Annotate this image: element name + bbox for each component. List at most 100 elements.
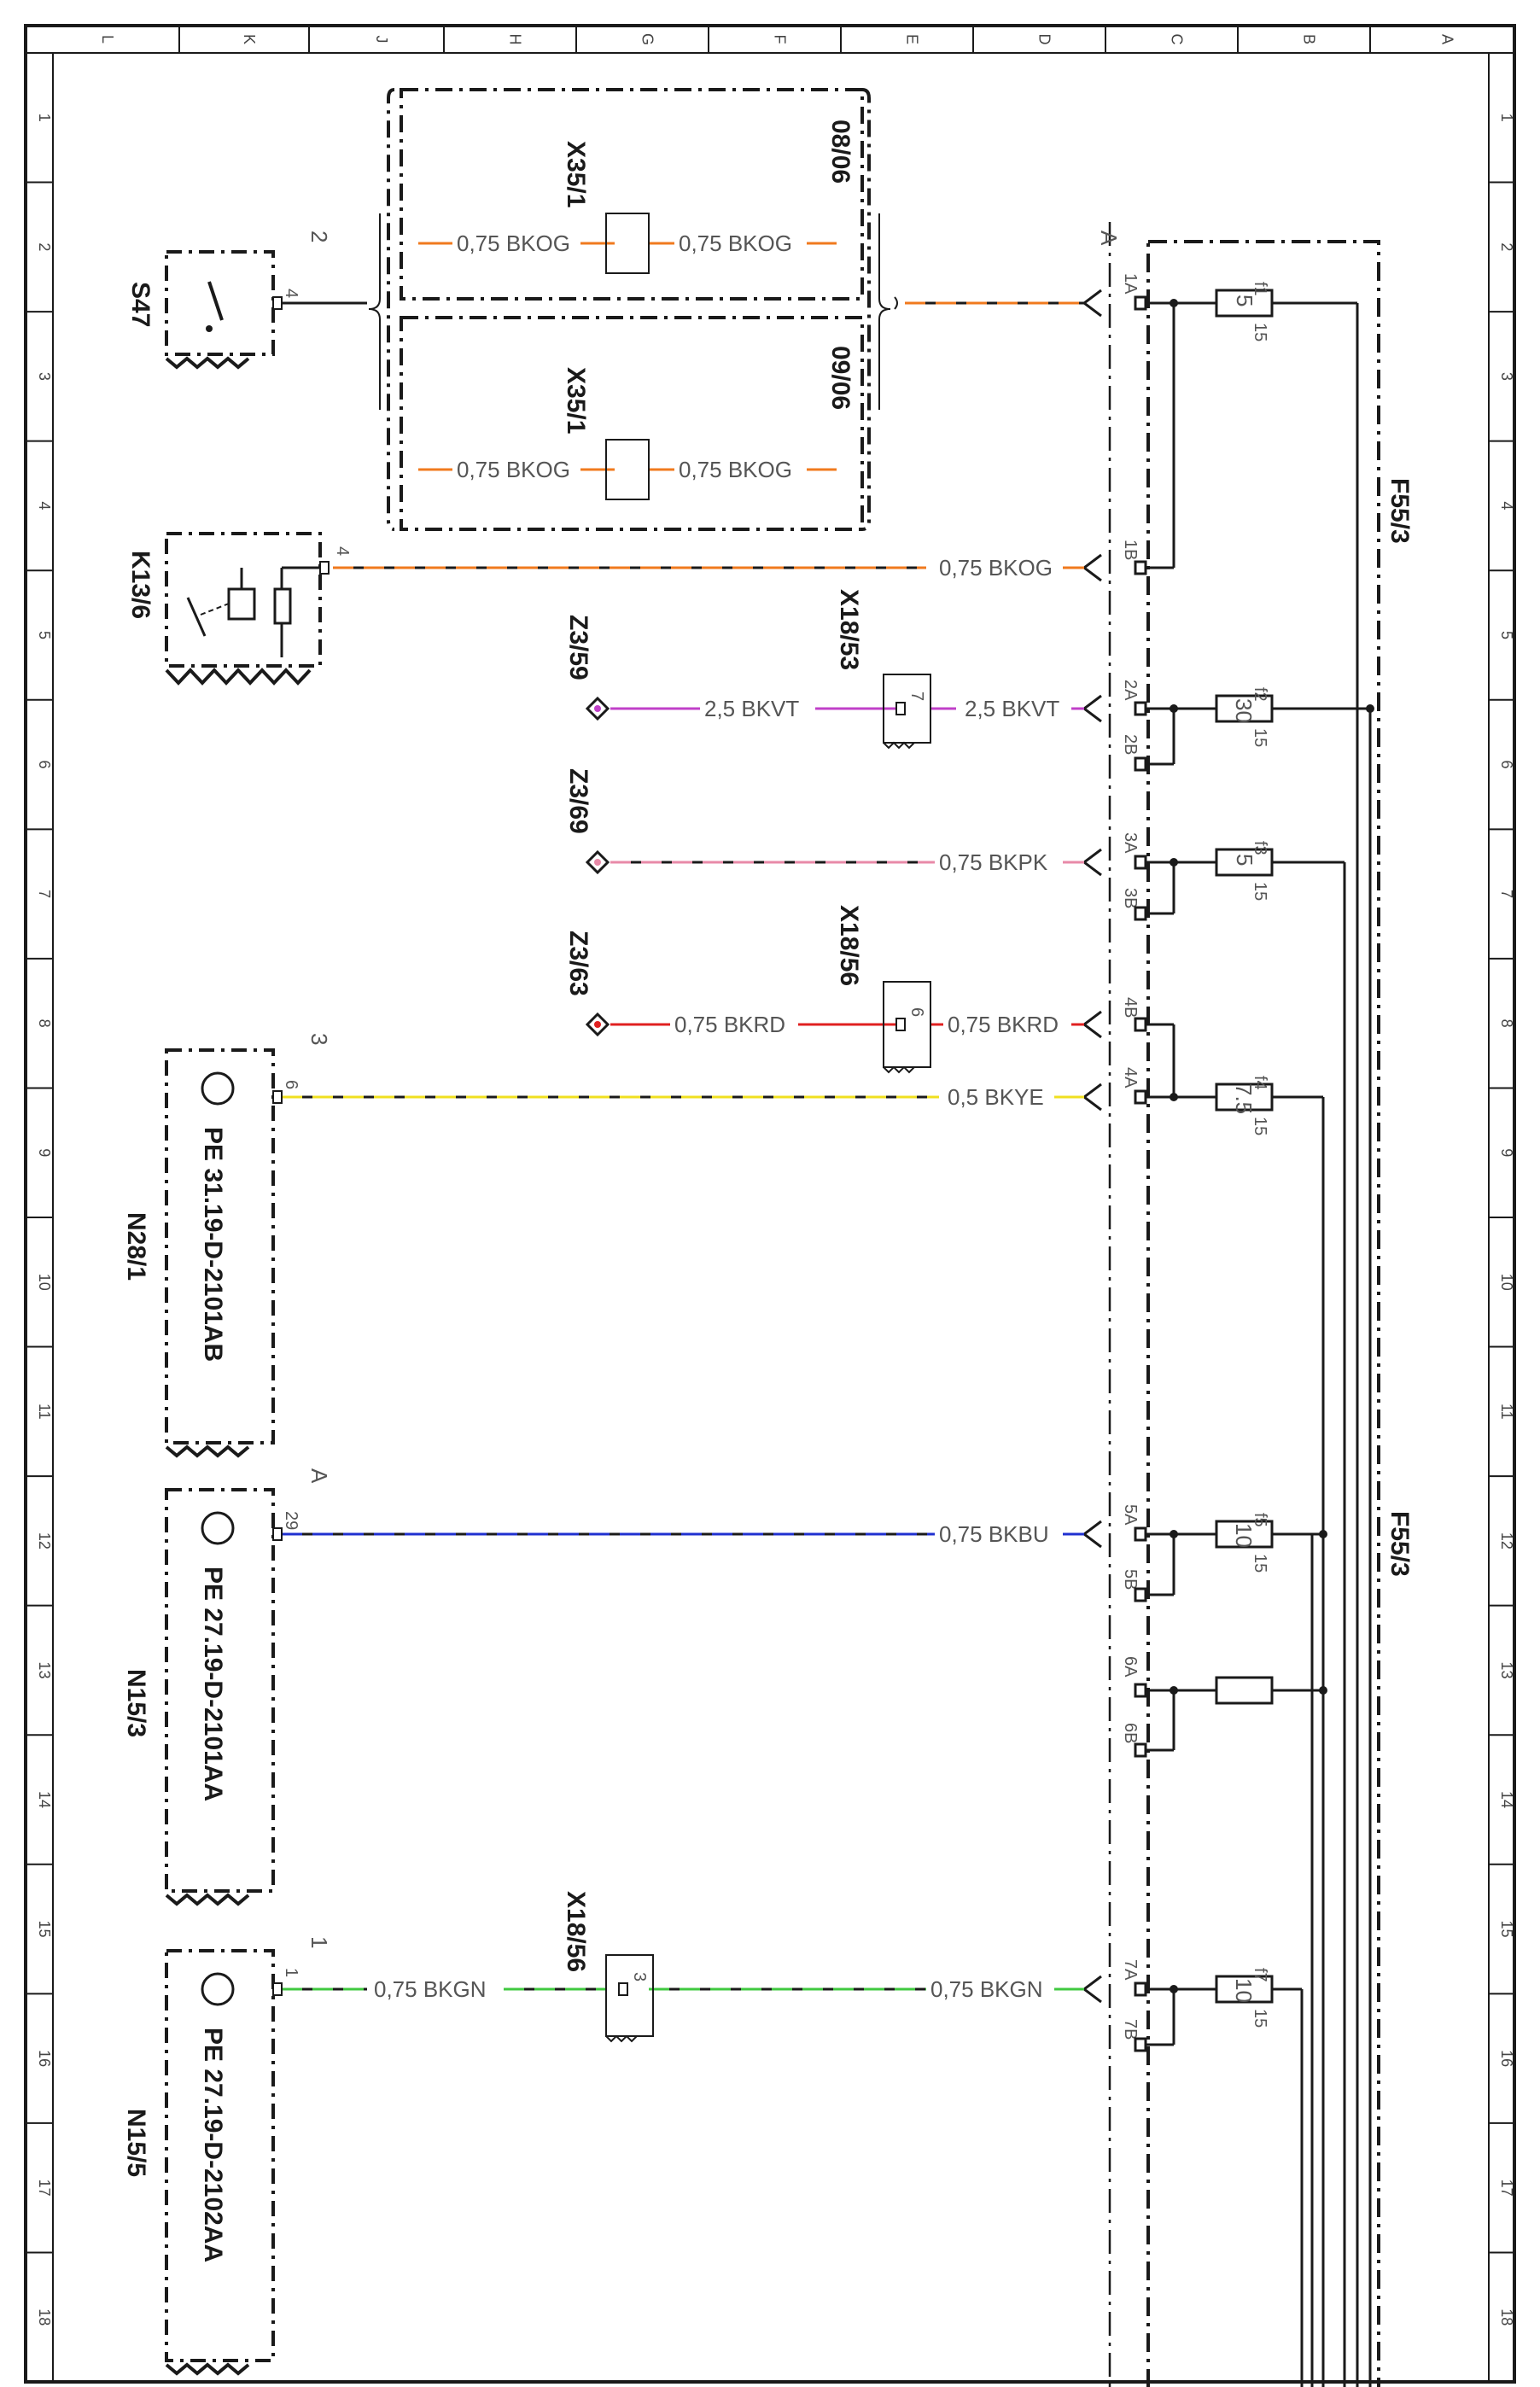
grid-row-label: 1 [36,114,53,122]
grid-row-label: 6 [36,761,53,769]
s47-ref: S47 [126,282,155,327]
wire-label-2a-left: 2,5 BKVT [704,696,799,721]
variant-bottom-wire-right: 0,75 BKOG [679,457,792,482]
x18-56b-ref: X18/56 [562,1891,590,1972]
fuse-module-f55-3: A F55/3 F55/3 [1096,222,1414,2387]
variant-top-wire-left: 0,75 BKOG [457,231,570,256]
fuse-f3-suffix: 15 [1251,882,1269,901]
grid-row-label: 5 [36,631,53,639]
grid-row-label: 14 [1498,1791,1515,1808]
fuse-f3: 5 f3 15 [1144,841,1345,915]
fuse-f7: 10 f7 15 [1144,1968,1302,2046]
wire-label-4b-right: 0,75 BKRD [948,1012,1059,1037]
grid-row-label: 17 [1498,2180,1515,2197]
x18-53-pin: 7 [907,692,926,701]
component-s47: S47 4 2 [126,231,367,370]
grid-row-label: 18 [1498,2308,1515,2326]
ground-z3-59: Z3/59 [564,615,610,721]
fuse-module-outline [1146,240,1380,2387]
pin-4b: 4B [1121,997,1140,1018]
grid-row-label: 9 [36,1148,53,1157]
grid-row-label: 4 [36,501,53,510]
grid-column-label: A [1439,34,1456,44]
pin-5b: 5B [1121,1569,1140,1590]
n28-1-unit-icon [201,1071,235,1106]
wire-label-2a-right: 2,5 BKVT [965,696,1059,721]
component-n28-1: 6 3 PE 31.19-D-2101AB N28/1 [122,1033,332,1458]
wire-3a-pink: 0,75 BKPK [610,849,1084,875]
grid-row-label: 11 [1498,1404,1515,1420]
wire-7a-green: 0,75 BKGN 0,75 BKGN [282,1976,1084,2002]
ground-z3-63: Z3/63 [564,931,610,1037]
grid-row-label: 3 [36,372,53,381]
n15-5-ref: N15/5 [122,2109,150,2177]
fuse-f2-name: f2 [1251,687,1269,702]
wire-label-7a-left: 0,75 BKGN [374,1976,487,2002]
grid-column-label: H [507,34,524,45]
s47-tag: 2 [306,231,332,242]
n28-1-tag: 3 [306,1033,332,1045]
n15-3-pin: 29 [282,1511,300,1530]
wire-5a-blue: 0,75 BKBU [282,1521,1084,1547]
wire-label-4a: 0,5 BKYE [948,1084,1044,1110]
fuse-f3-rating: 5 [1232,854,1257,866]
n15-5-tag: 1 [306,1936,332,1948]
grid-column-label: G [639,33,656,45]
wire-label-3a: 0,75 BKPK [939,849,1048,875]
grid-row-label: 11 [36,1404,53,1420]
n15-3-pe-ref[interactable]: PE 27.19-D-2101AA [199,1567,227,1801]
pin-3a: 3A [1121,832,1140,854]
module-label-top: F55/3 [1385,478,1414,544]
grid-row-label: 15 [36,1921,53,1938]
n28-1-pe-ref[interactable]: PE 31.19-D-2101AB [199,1127,227,1362]
grid-column-label: K [241,34,258,44]
n15-5-pe-ref[interactable]: PE 27.19-D-2102AA [199,2028,227,2262]
pin-2b: 2B [1121,734,1140,755]
fuse-f5-name: f5 [1251,1513,1269,1527]
grid-row-label: 5 [1498,631,1515,639]
variant-box: 08/06 09/06 0,75 BKOG 0,75 BKOG X35/1 0,… [368,88,891,531]
component-n15-3: 29 A PE 27.19-D-2101AA N15/3 [122,1468,332,1906]
grid-row-label: 4 [1498,501,1515,510]
wire-2a-violet: 2,5 BKVT 2,5 BKVT [610,696,1084,721]
grid-column-label: B [1301,34,1318,44]
pin-2a: 2A [1121,680,1140,701]
n15-5-unit-icon [201,1972,235,2006]
z3-59-ref: Z3/59 [564,615,592,680]
grid-row-label: 18 [36,2308,53,2326]
n15-5-pin: 1 [282,1968,300,1977]
pin-contacts [1134,295,1147,2052]
grid-row-label: 13 [36,1661,53,1678]
pin-3b: 3B [1121,888,1140,908]
grid-row-label: 10 [36,1274,53,1291]
component-k13-6: K13/6 4 [126,532,352,686]
grid-row-label: 12 [36,1532,53,1550]
grid-row-label: 2 [36,242,53,251]
grid-row-label: 8 [36,1019,53,1028]
module-label-bottom: F55/3 [1385,1511,1414,1577]
fuse-f4: 7.5 f4 15 [1144,1023,1323,1135]
x18-56a-ref: X18/56 [835,905,863,986]
fuse-f1-name: f1 [1251,282,1269,296]
grid-row-label: 12 [1498,1532,1515,1550]
grid-column-label: D [1036,34,1053,45]
grid-column-label: L [99,35,116,44]
fuse-f7-name: f7 [1251,1968,1269,1982]
ground-z3-69: Z3/69 [564,768,610,875]
fuse-f7-suffix: 15 [1251,2009,1269,2028]
connector-x18-56b: X18/56 3 [562,1891,654,2043]
n15-3-unit-icon [201,1511,235,1545]
fuse-f4-name: f4 [1251,1076,1269,1090]
grid-row-label: 8 [1498,1019,1515,1028]
fuse-f3-name: f3 [1251,841,1269,855]
grid-row-label: 9 [1498,1148,1515,1157]
k13-6-ref: K13/6 [126,551,155,619]
wire-label-5a: 0,75 BKBU [939,1521,1049,1547]
pin-4a: 4A [1121,1067,1140,1088]
variant-label-bottom: 09/06 [826,346,855,410]
grid-row-label: 14 [36,1791,53,1808]
fuse-f1-rating: 5 [1232,295,1257,306]
grid-row-label: 16 [36,2050,53,2067]
